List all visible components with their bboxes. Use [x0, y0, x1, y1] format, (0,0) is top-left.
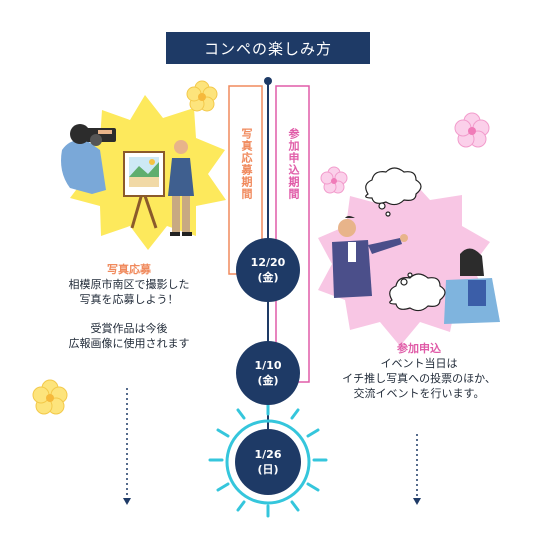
- date-day: (金): [257, 271, 279, 284]
- flower-icon: [186, 80, 218, 112]
- photo-submission-section: 写真応募 相模原市南区で撮影した 写真を応募しよう！ 受賞作品は今後 広報画像に…: [44, 261, 214, 351]
- speech-cloud-icon: [389, 272, 446, 312]
- flower-icon: [32, 379, 68, 415]
- left-arrow-head: [123, 498, 131, 505]
- flower-icon: [454, 112, 490, 148]
- entry-period-label: 参加申込期間: [287, 128, 300, 200]
- date-circle-3: 1/26 (日): [235, 429, 301, 495]
- man-illustration: [168, 140, 194, 236]
- caption-line: イチ推し写真への投票のほか、: [342, 372, 496, 385]
- page-title: コンペの楽しみ方: [166, 32, 370, 64]
- right-arrow-head: [413, 498, 421, 505]
- final-date-ring: [225, 419, 311, 505]
- date-day: (金): [257, 374, 279, 387]
- photographer-illustration: [61, 124, 116, 194]
- date-circle-1: 12/20 (金): [236, 238, 300, 302]
- entry-section: 参加申込 イベント当日は イチ推し写真への投票のほか、 交流イベントを行います。: [324, 340, 514, 401]
- caption-line: 受賞作品は今後: [90, 322, 168, 335]
- caption-line: 写真を応募しよう！: [79, 293, 179, 306]
- sunburst-rays-icon: [208, 402, 328, 518]
- speech-cloud-icon: [365, 167, 422, 217]
- date-value: 1/10: [254, 359, 282, 372]
- presenter-illustration: [332, 216, 408, 298]
- photo-period-label: 写真応募期間: [240, 128, 253, 200]
- date-value: 12/20: [250, 256, 286, 269]
- date-circle-2: 1/10 (金): [236, 341, 300, 405]
- woman-illustration: [444, 248, 500, 324]
- timeline-start-dot: [264, 77, 272, 85]
- caption-line: 交流イベントを行います。: [353, 387, 485, 400]
- easel-illustration: [123, 151, 165, 229]
- photo-submission-heading: 写真応募: [107, 263, 151, 276]
- caption-line: 広報画像に使用されます: [68, 337, 190, 350]
- entry-heading: 参加申込: [397, 342, 441, 355]
- date-value: 1/26: [254, 448, 282, 461]
- flower-icon: [320, 166, 348, 194]
- date-day: (日): [257, 463, 279, 476]
- caption-line: 相模原市南区で撮影した: [68, 278, 190, 291]
- caption-line: イベント当日は: [380, 357, 458, 370]
